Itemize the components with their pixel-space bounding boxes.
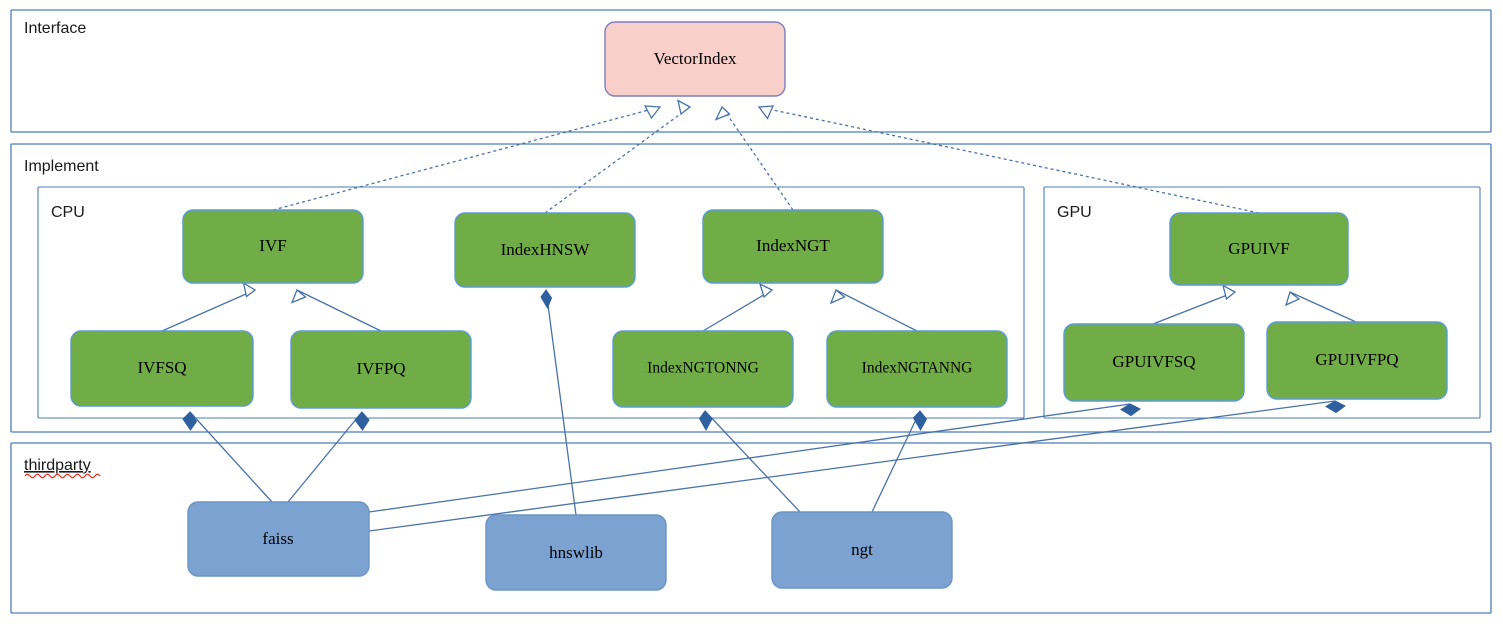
container-cpu-rect [37, 186, 1025, 419]
edge-ivfsq-to-ivf [161, 281, 257, 332]
node-vectorindex[interactable]: VectorIndex [604, 21, 786, 97]
node-indexngtonng-rect[interactable] [612, 330, 794, 408]
container-thirdparty-label: thirdparty [24, 457, 91, 474]
edge-ivf-to-vectorindex [272, 105, 662, 211]
node-indexngt-label: IndexNGT [756, 236, 830, 255]
edge-ngt-to-indexngtonng [698, 410, 801, 513]
edge-indexngtanng-to-indexngt [829, 288, 918, 332]
node-hnswlib-rect[interactable] [485, 514, 667, 591]
edge-ngt-to-indexngtanng [871, 410, 928, 513]
node-indexngt[interactable]: IndexNGT [702, 209, 884, 284]
edge-gpuivf-to-vectorindex [757, 105, 1260, 214]
node-indexhnsw[interactable]: IndexHNSW [454, 212, 636, 288]
node-gpuivfpq[interactable]: GPUIVFPQ [1266, 321, 1448, 400]
node-indexhnsw-label: IndexHNSW [501, 240, 591, 259]
node-ivf-rect[interactable] [182, 209, 364, 284]
node-gpuivfsq-rect[interactable] [1063, 323, 1245, 402]
node-faiss-label: faiss [262, 529, 293, 548]
container-implement-label: Implement [24, 158, 99, 175]
node-indexhnsw-rect[interactable] [454, 212, 636, 288]
node-ivfsq-rect[interactable] [70, 330, 254, 407]
node-ivf-label: IVF [259, 236, 286, 255]
spellcheck-squiggle-icon [24, 473, 101, 479]
edge-indexngt-to-vectorindex [714, 105, 794, 211]
edge-hnswlib-to-indexhnsw [540, 289, 577, 516]
node-gpuivf-label: GPUIVF [1228, 239, 1289, 258]
node-faiss-rect[interactable] [187, 501, 370, 577]
container-gpu-label: GPU [1057, 204, 1092, 221]
container-interface-label: Interface [24, 20, 86, 37]
node-gpuivfsq[interactable]: GPUIVFSQ [1063, 323, 1245, 402]
node-gpuivfpq-label: GPUIVFPQ [1315, 350, 1398, 369]
node-ngt-label: ngt [851, 540, 873, 559]
container-thirdparty-rect [10, 442, 1492, 614]
node-indexngtanng-rect[interactable] [826, 330, 1008, 408]
edge-faiss-to-ivfpq [287, 411, 370, 503]
node-gpuivf[interactable]: GPUIVF [1169, 212, 1349, 286]
node-ngt[interactable]: ngt [771, 511, 953, 589]
container-gpu-rect [1043, 186, 1481, 419]
node-indexngtonng[interactable]: IndexNGTONNG [612, 330, 794, 408]
node-gpuivfsq-label: GPUIVFSQ [1112, 352, 1195, 371]
node-faiss[interactable]: faiss [187, 501, 370, 577]
node-indexngtonng-label: IndexNGTONNG [647, 360, 759, 377]
node-ivfsq[interactable]: IVFSQ [70, 330, 254, 407]
node-ivfsq-label: IVFSQ [137, 358, 186, 377]
container-cpu: CPU [37, 186, 1025, 419]
edge-gpuivfsq-to-gpuivf [1152, 284, 1237, 325]
edge-faiss-to-gpuivfpq [368, 400, 1346, 532]
edge-ivfpq-to-ivf [290, 288, 382, 332]
node-ivfpq-rect[interactable] [290, 330, 472, 409]
node-hnswlib[interactable]: hnswlib [485, 514, 667, 591]
node-indexngtanng-label: IndexNGTANNG [862, 360, 973, 377]
node-ngt-rect[interactable] [771, 511, 953, 589]
node-vectorindex-label: VectorIndex [653, 49, 737, 68]
edge-gpuivfpq-to-gpuivf [1284, 290, 1357, 323]
edge-faiss-to-ivfsq [182, 411, 273, 503]
container-gpu: GPU [1043, 186, 1481, 419]
container-cpu-label: CPU [51, 204, 85, 221]
node-indexngt-rect[interactable] [702, 209, 884, 284]
node-gpuivf-rect[interactable] [1169, 212, 1349, 286]
node-vectorindex-rect[interactable] [604, 21, 786, 97]
node-indexngtanng[interactable]: IndexNGTANNG [826, 330, 1008, 408]
node-gpuivfpq-rect[interactable] [1266, 321, 1448, 400]
node-hnswlib-label: hnswlib [549, 543, 603, 562]
edge-indexhnsw-to-vectorindex [544, 99, 692, 214]
node-ivf[interactable]: IVF [182, 209, 364, 284]
node-ivfpq-label: IVFPQ [356, 359, 405, 378]
container-thirdparty: thirdparty [10, 442, 1492, 614]
edge-indexngtonng-to-indexngt [702, 282, 774, 332]
node-ivfpq[interactable]: IVFPQ [290, 330, 472, 409]
